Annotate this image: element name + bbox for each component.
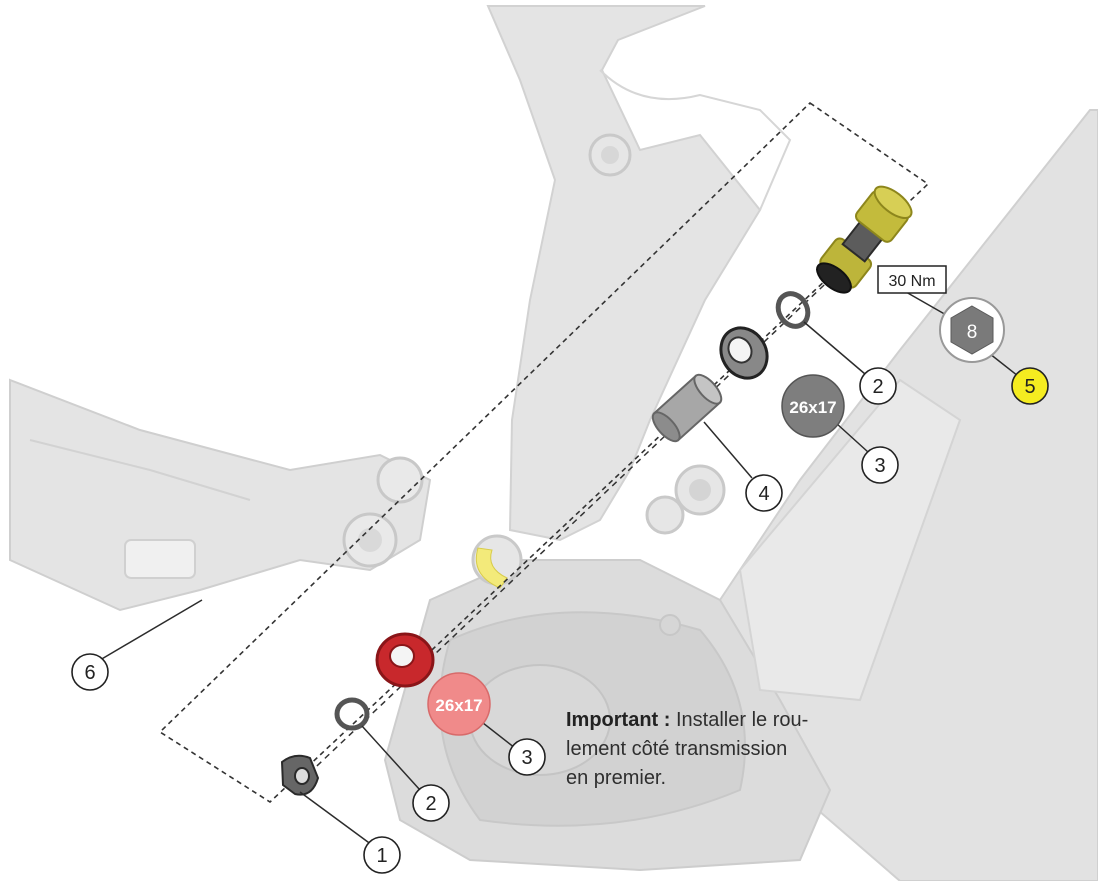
nut bbox=[280, 754, 320, 796]
axle-bolt bbox=[816, 185, 913, 294]
callout-3-lower: 3 bbox=[508, 738, 546, 776]
callout-3-upper: 3 bbox=[861, 446, 899, 484]
callout-2-lower: 2 bbox=[412, 784, 450, 822]
bearing-lower bbox=[375, 632, 435, 688]
svg-text:8: 8 bbox=[967, 322, 978, 343]
hex-key-icon: 8 bbox=[939, 297, 1005, 363]
callout-6: 6 bbox=[71, 653, 109, 691]
svg-text:3: 3 bbox=[874, 455, 885, 477]
note-line-3: en premier. bbox=[566, 767, 667, 789]
svg-text:1: 1 bbox=[376, 845, 387, 867]
svg-text:26x17: 26x17 bbox=[435, 696, 482, 715]
callout-2-upper: 2 bbox=[859, 367, 897, 405]
svg-text:2: 2 bbox=[425, 793, 436, 815]
washer-lower bbox=[334, 697, 370, 731]
bike-frame bbox=[383, 5, 1098, 881]
svg-text:30 Nm: 30 Nm bbox=[888, 273, 935, 290]
svg-text:3: 3 bbox=[521, 747, 532, 769]
washer-upper bbox=[775, 291, 811, 329]
callout-5: 5 bbox=[1011, 367, 1049, 405]
pivot-highlight bbox=[475, 547, 508, 589]
callout-4: 4 bbox=[745, 474, 783, 512]
note-heading: Important : bbox=[566, 709, 671, 731]
bearing-size-badge-lower: 26x17 bbox=[427, 672, 491, 736]
dashed-assembly-outline bbox=[158, 101, 930, 804]
chain-stay bbox=[9, 378, 432, 612]
svg-text:4: 4 bbox=[758, 483, 769, 505]
svg-text:2: 2 bbox=[872, 376, 883, 398]
important-note: Important : Installer le rou- lement côt… bbox=[566, 706, 866, 793]
svg-text:6: 6 bbox=[84, 662, 95, 684]
torque-label: 30 Nm bbox=[877, 265, 947, 294]
svg-text:26x17: 26x17 bbox=[789, 398, 836, 417]
bearing-upper bbox=[719, 326, 769, 380]
svg-text:5: 5 bbox=[1024, 376, 1035, 398]
note-line-2: lement côté transmission bbox=[566, 738, 788, 760]
note-line-1: Installer le rou- bbox=[676, 709, 809, 731]
seat-tube bbox=[486, 5, 762, 542]
callout-1: 1 bbox=[363, 836, 401, 874]
bearing-size-badge-upper: 26x17 bbox=[781, 374, 845, 438]
spacer-sleeve bbox=[651, 373, 723, 443]
